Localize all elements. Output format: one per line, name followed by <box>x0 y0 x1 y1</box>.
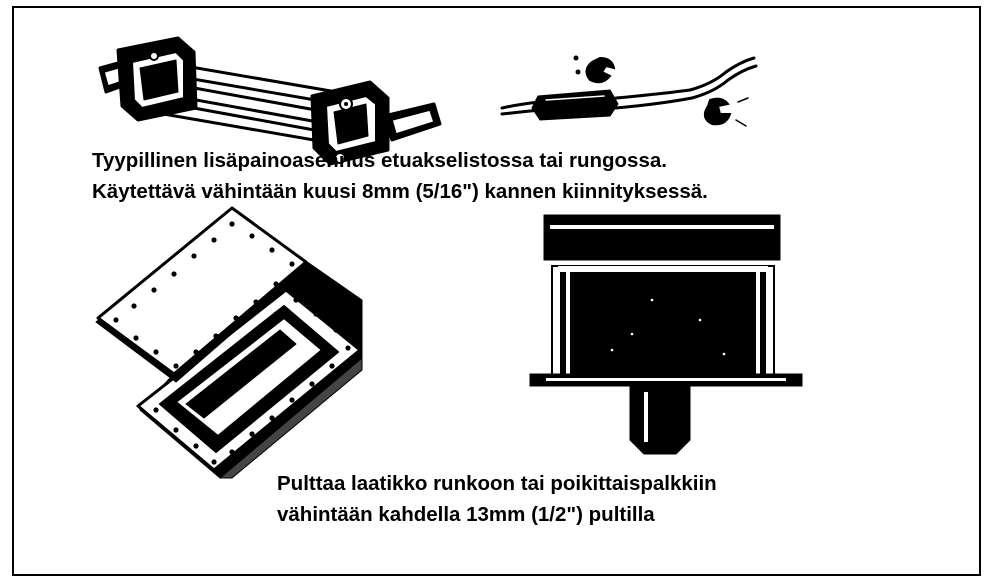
weight-mount-caption-line-1: Tyypillinen lisäpainoasennus etuakselist… <box>92 149 667 172</box>
box-bolting-caption: Pulttaa laatikko runkoon tai poikittaisp… <box>277 468 717 530</box>
weight-bar-illustration <box>500 55 758 127</box>
figure-frame <box>12 6 981 576</box>
box-bolting-caption-line-1: Pulttaa laatikko runkoon tai poikittaisp… <box>277 472 717 495</box>
weight-mount-caption-line-2: Käytettävä vähintään kuusi 8mm (5/16") k… <box>92 180 708 203</box>
bolted-box-illustration <box>95 206 363 479</box>
box-section-illustration <box>529 214 803 455</box>
weight-mount-caption: Tyypillinen lisäpainoasennus etuakselist… <box>92 145 708 207</box>
axle-clamp-illustration <box>98 36 442 166</box>
box-bolting-caption-line-2: vähintään kahdella 13mm (1/2") pultilla <box>277 503 655 526</box>
